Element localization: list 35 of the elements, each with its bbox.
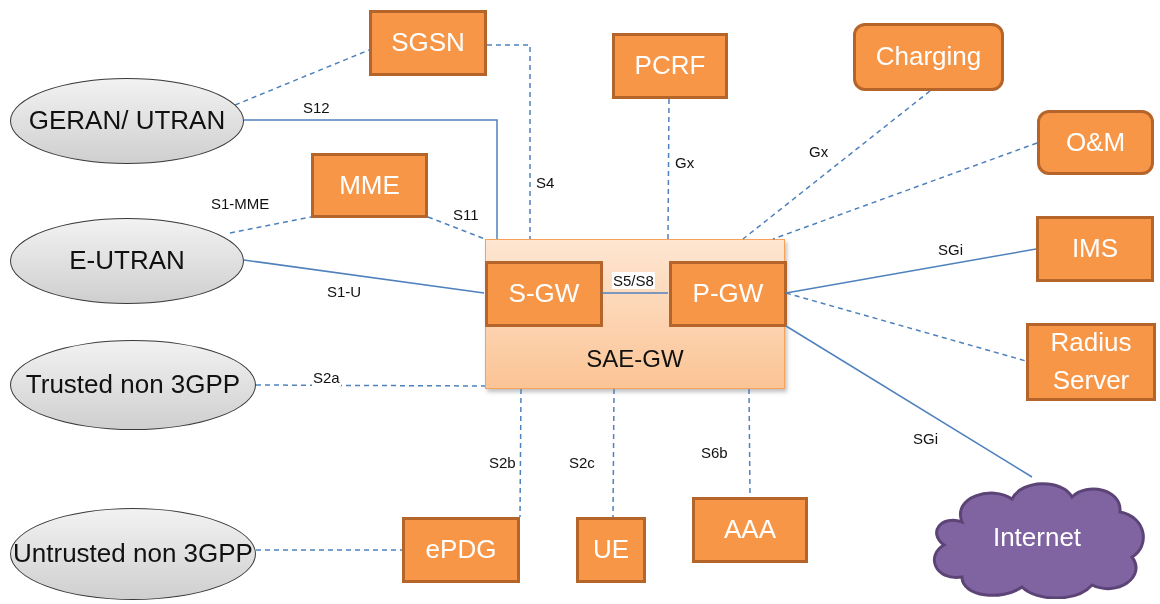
gateway-group-box: [485, 239, 785, 389]
dashed-connector: [255, 549, 403, 551]
dashed-connector: [785, 292, 1027, 362]
process-box: IMS: [1036, 216, 1154, 282]
connector-line: [601, 292, 669, 294]
process-box: ePDG: [402, 517, 520, 583]
edge-label: S5/S8: [612, 272, 655, 290]
network-ellipse: GERAN/ UTRAN: [10, 78, 244, 164]
group-title: SAE-GW: [585, 345, 685, 374]
connector-line: [785, 248, 1037, 294]
rounded-box: O&M: [1037, 110, 1154, 175]
dashed-connector: [742, 90, 931, 240]
network-ellipse: Untrusted non 3GPP: [10, 508, 256, 600]
dashed-connector: [519, 388, 522, 518]
connector-line: [785, 325, 1033, 478]
process-box: MME: [311, 153, 428, 218]
process-box: AAA: [692, 497, 808, 563]
dashed-connector: [427, 216, 486, 240]
dashed-connector: [667, 98, 670, 240]
connector-line: [243, 259, 485, 294]
dashed-connector: [255, 384, 486, 387]
dashed-connector: [486, 44, 531, 240]
dashed-connector: [612, 388, 615, 518]
process-box: PCRF: [612, 33, 728, 99]
process-box: P-GW: [669, 261, 787, 327]
process-box: UE: [576, 517, 646, 583]
network-ellipse: Trusted non 3GPP: [10, 340, 256, 430]
rounded-box: Charging: [853, 23, 1004, 91]
process-box: S-GW: [485, 261, 603, 327]
dashed-connector: [772, 142, 1038, 240]
connector-line: [243, 119, 498, 240]
process-box: Radius Server: [1026, 323, 1156, 401]
network-ellipse: E-UTRAN: [10, 218, 244, 304]
dashed-connector: [229, 216, 312, 234]
process-box: SGSN: [369, 10, 487, 76]
